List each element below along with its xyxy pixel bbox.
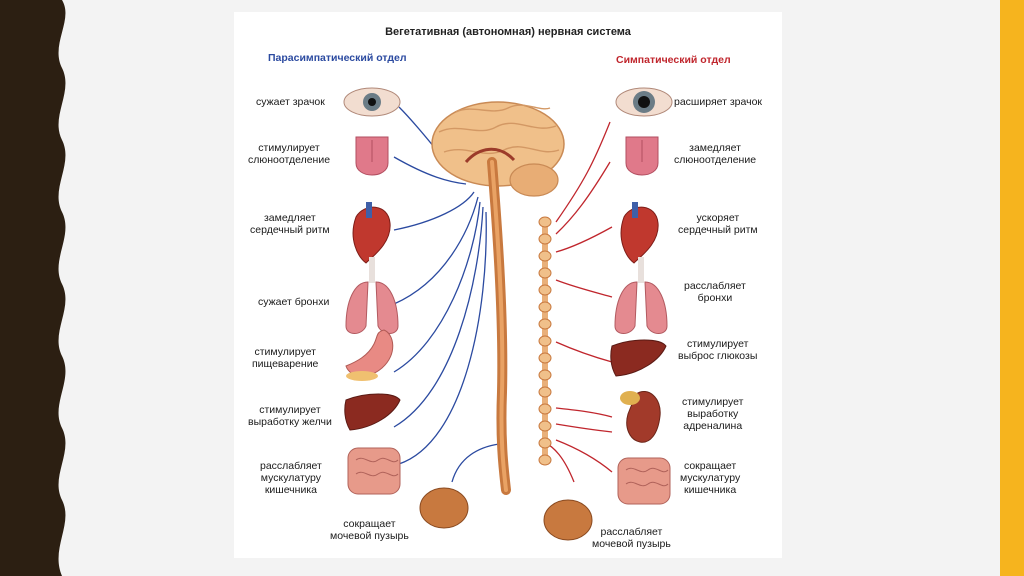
- left-intestines: [347, 447, 401, 495]
- symp-label-bronchi: расслабляет бронхи: [684, 280, 746, 304]
- left-bladder: [419, 487, 469, 529]
- ganglion: [538, 284, 552, 296]
- figure-title: Вегетативная (автономная) нервная систем…: [385, 26, 631, 38]
- ganglion: [538, 420, 552, 432]
- right-liver: [610, 339, 667, 377]
- ganglion: [538, 335, 552, 347]
- ganglion: [538, 386, 552, 398]
- ganglion: [538, 301, 552, 313]
- left-tongue: [355, 136, 389, 176]
- left-lungs: [345, 257, 399, 334]
- symp-label-intestine: сокращает мускулатуру кишечника: [680, 460, 741, 496]
- ganglion: [538, 454, 552, 466]
- right-eye: [615, 87, 673, 117]
- left-liver: [344, 393, 401, 431]
- left-heart: [352, 202, 391, 264]
- brain: [431, 101, 565, 197]
- sympathetic-heading: Симпатический отдел: [616, 54, 731, 66]
- para-label-bladder: сокращает мочевой пузырь: [330, 518, 409, 542]
- sympathetic-ganglia: [538, 216, 552, 466]
- symp-label-heart: ускоряет сердечный ритм: [678, 212, 758, 236]
- nervous-system-figure: Вегетативная (автономная) нервная систем…: [234, 12, 782, 558]
- symp-label-saliva: замедляет слюноотделение: [674, 142, 757, 166]
- right-tongue: [625, 136, 659, 176]
- symp-label-glucose: стимулирует выброс глюкозы: [678, 338, 758, 362]
- right-intestines: [617, 457, 671, 505]
- ganglion: [538, 369, 552, 381]
- right-bladder: [543, 499, 593, 541]
- symp-label-adrenaline: стимулирует выработку адреналина: [682, 396, 744, 432]
- diagram-graphics: [343, 87, 673, 541]
- left-stomach: [345, 329, 394, 381]
- para-label-pupil: сужает зрачок: [256, 96, 325, 108]
- para-label-heart: замедляет сердечный ритм: [250, 212, 330, 236]
- right-heart: [620, 202, 659, 264]
- ganglion: [538, 267, 552, 279]
- para-label-intestine: расслабляет мускулатуру кишечника: [260, 460, 322, 496]
- accent-bar: [1000, 0, 1024, 576]
- para-label-bronchi: сужает бронхи: [258, 296, 330, 308]
- ganglion: [538, 352, 552, 364]
- ganglion: [538, 318, 552, 330]
- symp-label-bladder: расслабляет мочевой пузырь: [592, 526, 671, 550]
- para-label-bile: стимулирует выработку желчи: [248, 404, 332, 428]
- wavy-left-decoration: [0, 0, 66, 576]
- sympathetic-nerves: [543, 121, 613, 483]
- ganglion: [538, 233, 552, 245]
- parasympathetic-heading: Парасимпатический отдел: [268, 52, 407, 64]
- left-eye: [343, 87, 401, 117]
- ganglion: [538, 437, 552, 449]
- right-kidney: [620, 391, 661, 443]
- right-lungs: [614, 257, 668, 334]
- symp-label-pupil: расширяет зрачок: [674, 96, 763, 108]
- parasympathetic-nerves: [393, 106, 500, 483]
- para-label-saliva: стимулирует слюноотделение: [248, 142, 331, 166]
- ganglion: [538, 216, 552, 228]
- ganglion: [538, 250, 552, 262]
- para-label-digestion: стимулирует пищеварение: [252, 346, 319, 370]
- ganglion: [538, 403, 552, 415]
